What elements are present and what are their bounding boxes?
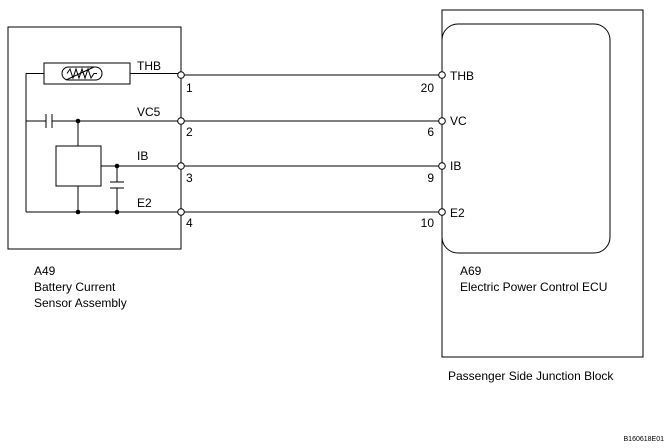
figure-code: B160618E01 [624, 436, 665, 443]
right-component-name: Electric Power Control ECU [460, 280, 607, 294]
sensor-assembly-box [7, 26, 182, 250]
pin-number-a49-2: 2 [186, 125, 193, 139]
sensor-ic-box [55, 145, 102, 187]
pin-number-a49-1: 1 [186, 81, 193, 95]
terminal-a49-1 [177, 71, 185, 79]
terminal-a49-3 [177, 162, 185, 170]
signal-label-e2-left: E2 [137, 196, 152, 210]
signal-label-ib-left: IB [137, 149, 148, 163]
signal-label-e2-right: E2 [450, 206, 465, 220]
terminal-a69-20 [438, 71, 446, 79]
junction-dot-e2-cap [114, 209, 120, 215]
signal-label-thb-left: THB [137, 59, 161, 73]
signal-label-vc5-left: VC5 [137, 105, 161, 119]
left-component-code: A49 [34, 264, 56, 278]
pin-number-a69-10: 10 [421, 216, 435, 230]
junction-dot-e2-sensor [75, 209, 81, 215]
junction-block-box [441, 9, 644, 358]
right-component-code: A69 [460, 264, 482, 278]
pin-number-a69-20: 20 [421, 81, 435, 95]
left-component-name-line1: Battery Current [34, 280, 116, 294]
thermistor-slash [65, 66, 95, 81]
pin-number-a69-6: 6 [427, 125, 434, 139]
thermistor-zigzag [66, 67, 97, 80]
pin-number-a69-9: 9 [427, 171, 434, 185]
junction-block-label: Passenger Side Junction Block [448, 369, 614, 383]
terminal-a69-10 [438, 208, 446, 216]
pin-number-a49-4: 4 [186, 216, 193, 230]
terminal-a69-9 [438, 162, 446, 170]
pin-number-a49-3: 3 [186, 171, 193, 185]
terminal-a49-2 [177, 117, 185, 125]
terminal-a49-4 [177, 208, 185, 216]
left-component-name-line2: Sensor Assembly [34, 296, 127, 310]
signal-label-ib-right: IB [450, 159, 461, 173]
signal-label-thb-right: THB [450, 69, 474, 83]
signal-label-vc-right: VC [450, 114, 467, 128]
ecu-box [441, 23, 611, 254]
terminal-a69-6 [438, 117, 446, 125]
